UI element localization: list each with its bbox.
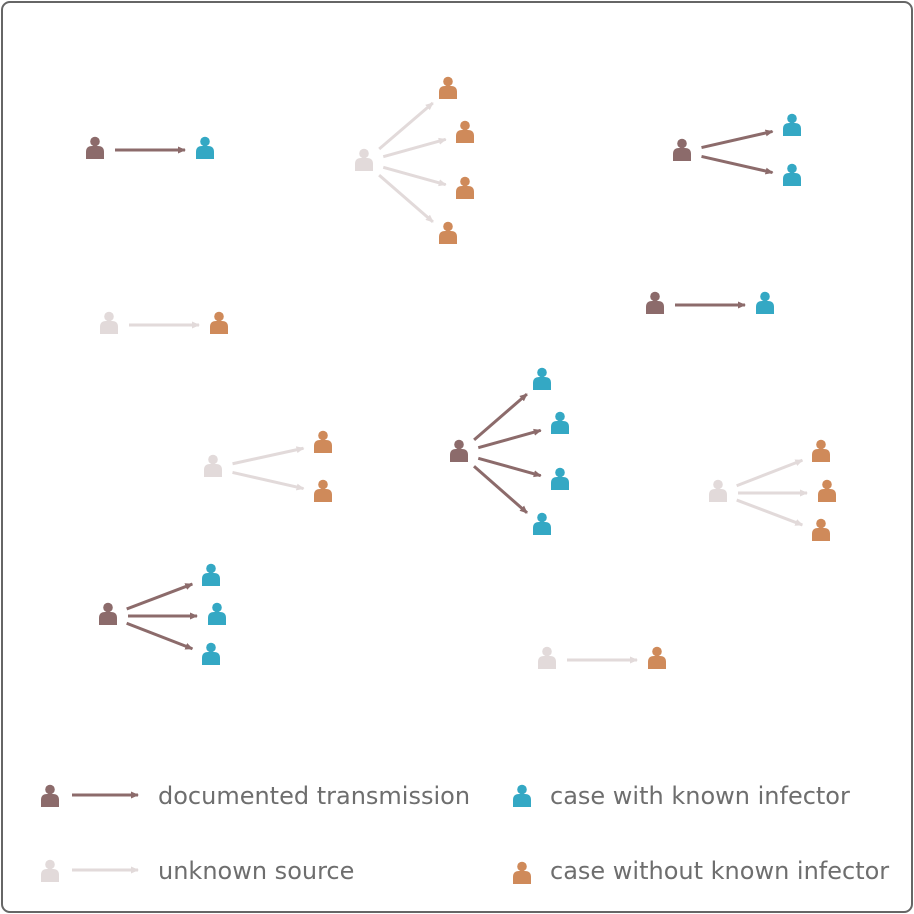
case-known-infector-person-icon	[551, 411, 569, 434]
documented-transmission-arrow	[477, 456, 542, 478]
case-known-infector-person-icon	[196, 136, 214, 159]
unknown-source-person-icon	[709, 479, 727, 502]
legend-label-case-known-infector: case with known infector	[550, 782, 850, 810]
transmission-cluster	[673, 113, 801, 186]
documented-transmission-arrow	[126, 621, 194, 651]
documented-transmission-arrow	[701, 129, 774, 150]
case-known-infector-person-icon	[208, 602, 226, 625]
legend-documented-source-icon	[41, 784, 59, 807]
case-without-known-infector-person-icon	[314, 430, 332, 453]
case-without-known-infector-person-icon	[314, 479, 332, 502]
documented-source-person-icon	[450, 439, 468, 462]
documented-transmission-arrow	[477, 428, 542, 450]
case-known-infector-person-icon	[202, 642, 220, 665]
case-without-known-infector-person-icon	[439, 221, 457, 244]
unknown-source-arrow	[736, 498, 804, 527]
transmission-cluster	[709, 439, 836, 541]
case-without-known-infector-person-icon	[818, 479, 836, 502]
case-without-known-infector-person-icon	[456, 120, 474, 143]
legend: documented transmission unknown source c…	[41, 782, 889, 885]
documented-source-person-icon	[673, 138, 691, 161]
documented-source-person-icon	[86, 136, 104, 159]
unknown-source-arrow	[232, 470, 305, 491]
documented-source-person-icon	[646, 291, 664, 314]
unknown-source-person-icon	[204, 454, 222, 477]
unknown-source-person-icon	[355, 148, 373, 171]
transmission-cluster	[204, 430, 332, 502]
legend-unknown-source-icon	[41, 859, 59, 882]
clusters-layer	[86, 76, 836, 669]
case-without-known-infector-person-icon	[812, 518, 830, 541]
case-known-infector-person-icon	[533, 512, 551, 535]
transmission-cluster	[538, 646, 666, 669]
case-without-known-infector-person-icon	[439, 76, 457, 99]
legend-case-without-known-infector-icon	[513, 861, 531, 884]
legend-case-known-infector-icon	[513, 784, 531, 807]
case-known-infector-person-icon	[533, 367, 551, 390]
case-without-known-infector-person-icon	[648, 646, 666, 669]
case-known-infector-person-icon	[756, 291, 774, 314]
legend-label-unknown-source: unknown source	[158, 857, 354, 885]
documented-transmission-arrow	[473, 392, 528, 442]
legend-label-case-without-known-infector: case without known infector	[550, 857, 889, 885]
transmission-cluster	[355, 76, 474, 244]
unknown-source-arrow	[736, 458, 804, 488]
case-known-infector-person-icon	[551, 467, 569, 490]
case-without-known-infector-person-icon	[456, 176, 474, 199]
case-known-infector-person-icon	[202, 563, 220, 586]
transmission-cluster	[100, 311, 228, 334]
transmission-cluster	[646, 291, 774, 314]
case-known-infector-person-icon	[783, 163, 801, 186]
legend-label-documented-transmission: documented transmission	[158, 782, 470, 810]
documented-transmission-arrow	[701, 154, 774, 175]
documented-transmission-arrow	[126, 582, 194, 611]
transmission-cluster	[99, 563, 226, 665]
documented-source-person-icon	[99, 602, 117, 625]
unknown-source-arrow	[378, 173, 434, 224]
unknown-source-person-icon	[538, 646, 556, 669]
unknown-source-arrow	[378, 101, 434, 151]
unknown-source-arrow	[232, 446, 305, 466]
case-known-infector-person-icon	[783, 113, 801, 136]
transmission-cluster	[86, 136, 214, 159]
unknown-source-arrow	[382, 165, 447, 187]
transmission-cluster	[450, 367, 569, 535]
unknown-source-arrow	[382, 137, 447, 159]
documented-transmission-arrow	[473, 465, 528, 514]
case-without-known-infector-person-icon	[210, 311, 228, 334]
unknown-source-person-icon	[100, 311, 118, 334]
case-without-known-infector-person-icon	[812, 439, 830, 462]
